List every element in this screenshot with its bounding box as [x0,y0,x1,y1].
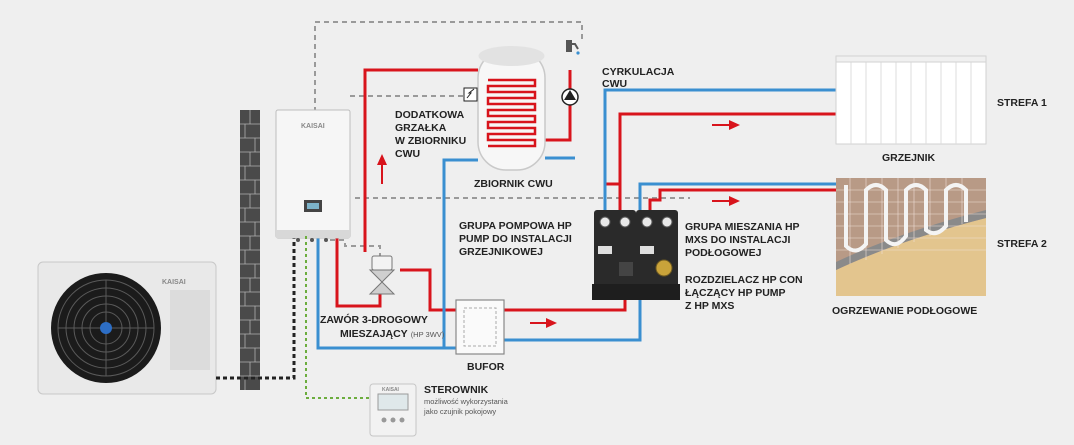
label-cyrkulacja-line2: CWU [602,78,627,90]
flow-arrows [377,120,740,328]
pump-group-floor [636,210,678,288]
radiator [835,55,987,145]
label-sterownik: STEROWNIK możliwość wykorzystania jako c… [423,384,509,416]
label-dodatkowa-line1: DODATKOWA [395,109,465,121]
label-dodatkowa-line2: GRZAŁKA [395,122,447,134]
label-strefa1: STREFA 1 [997,97,1047,109]
pump-group-radiator [594,210,636,288]
room-controller: KAISAI [369,383,417,437]
circulation-pump-icon [561,88,579,106]
flow-arrow-up [377,154,387,184]
label-rozdzielacz-line1: ROZDZIELACZ HP CON [685,274,803,286]
dhw-tank [477,46,546,171]
outdoor-unit: KAISAI [37,261,217,395]
label-rozdzielacz: ROZDZIELACZ HP CON ŁĄCZĄCY HP PUMP Z HP … [685,274,803,312]
label-grupa-mieszania-line2: MXS DO INSTALACJI [685,234,790,246]
label-sterownik-note2: jako czujnik pokojowy [423,407,496,416]
immersion-heater-icon [463,87,478,102]
label-grzejnik: GRZEJNIK [882,152,936,164]
label-bufor: BUFOR [467,361,505,373]
label-grupa-mieszania-line3: PODŁOGOWEJ [685,247,762,259]
brick-wall [240,110,260,390]
label-sterownik-title: STEROWNIK [424,384,489,396]
three-way-valve [368,255,396,295]
label-zawor-line2: MIESZAJĄCY(HP 3WV) [340,328,445,340]
label-sterownik-note1: możliwość wykorzystania [424,397,509,406]
label-dodatkowa: DODATKOWA GRZAŁKA W ZBIORNIKU CWU [395,109,466,160]
floor-heating [836,178,986,296]
tank-coil [486,78,537,148]
label-grupa-pompowa: GRUPA POMPOWA HP PUMP DO INSTALACJI GRZE… [459,220,572,258]
flow-arrow-buffer [530,318,557,328]
indoor-unit: KAISAI [275,109,351,242]
label-cyrkulacja: CYRKULACJA CWU [602,66,675,90]
controller-brand: KAISAI [382,387,400,393]
label-zawor: ZAWÓR 3-DROGOWY MIESZAJĄCY(HP 3WV) [320,313,445,340]
label-zbiornik: ZBIORNIK CWU [474,178,553,190]
fan-logo-icon [100,322,112,334]
signal-lines [314,21,690,256]
label-grupa-pompowa-line2: PUMP DO INSTALACJI [459,233,572,245]
label-dodatkowa-line4: CWU [395,148,420,160]
manifold [592,284,680,300]
indoor-unit-brand: KAISAI [301,123,325,130]
outdoor-unit-brand: KAISAI [162,279,186,286]
floor-heating-pipe [844,183,968,253]
label-zawor-line2-text: MIESZAJĄCY [340,328,408,340]
tap-icon [566,40,580,55]
label-rozdzielacz-line3: Z HP MXS [685,300,734,312]
label-zawor-line1: ZAWÓR 3-DROGOWY [320,313,428,326]
label-strefa2: STREFA 2 [997,238,1047,250]
hot-water-pipes [335,68,836,312]
cold-water-pipes [316,88,836,350]
buffer-tank [455,299,505,355]
label-grupa-mieszania-line1: GRUPA MIESZANIA HP [685,221,800,233]
label-grupa-pompowa-line1: GRUPA POMPOWA HP [459,220,572,232]
flow-arrow-radiator [712,120,740,130]
label-zawor-note: (HP 3WV) [411,330,445,339]
label-dodatkowa-line3: W ZBIORNIKU [395,135,466,147]
power-cable [216,236,296,380]
label-rozdzielacz-line2: ŁĄCZĄCY HP PUMP [685,287,786,299]
label-grupa-pompowa-line3: GRZEJNIKOWEJ [459,246,543,258]
flow-arrow-floor [712,196,740,206]
label-ogrzewanie: OGRZEWANIE PODŁOGOWE [832,305,977,317]
controller-wire [305,236,370,399]
label-cyrkulacja-line1: CYRKULACJA [602,66,675,78]
label-grupa-mieszania: GRUPA MIESZANIA HP MXS DO INSTALACJI POD… [685,221,800,259]
